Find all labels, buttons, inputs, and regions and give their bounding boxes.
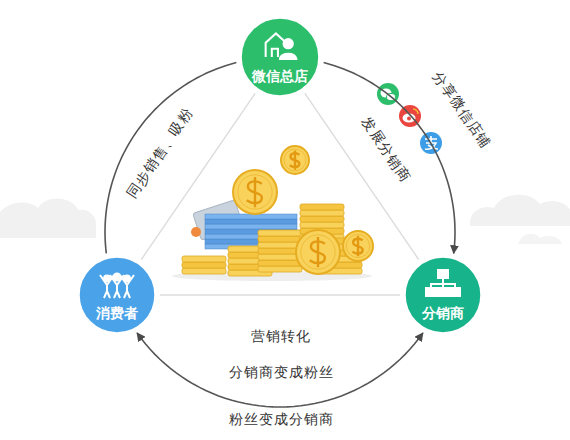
- triangle-line: [305, 93, 419, 259]
- triangle-line: [141, 93, 255, 259]
- circle-outline: [239, 16, 321, 98]
- coin-stack: [182, 256, 226, 274]
- coin-illustration: [172, 146, 373, 281]
- circle-outline: [77, 255, 157, 335]
- cloud: [0, 195, 570, 244]
- triangle-line: [160, 294, 400, 295]
- coin: [343, 231, 373, 261]
- node-circle: 微信总店: [239, 16, 321, 98]
- coin: [281, 146, 309, 174]
- node-label: 分销商: [422, 305, 464, 322]
- cycle-arc: [324, 63, 455, 254]
- edge-label: 分销商变成粉丝: [229, 364, 334, 381]
- node-icon: [100, 274, 134, 299]
- edge-label: 同步销售、吸粉: [124, 105, 197, 201]
- node-icon: [266, 33, 297, 59]
- node-circle: 分销商: [403, 255, 483, 335]
- node-icon: [426, 270, 460, 296]
- coin: [296, 230, 340, 274]
- coin: [233, 170, 277, 214]
- card-dot: [191, 227, 201, 237]
- cycle-label: 粉丝变成分销商: [229, 411, 334, 428]
- circle-outline: [403, 255, 483, 335]
- cycle-arc: [137, 333, 423, 407]
- edge-label: 营销转化: [251, 328, 311, 345]
- node-circle: 消费者: [77, 255, 157, 335]
- node-label: 微信总店: [252, 68, 308, 85]
- cycle-arc: [105, 63, 236, 254]
- node-label: 消费者: [96, 305, 138, 322]
